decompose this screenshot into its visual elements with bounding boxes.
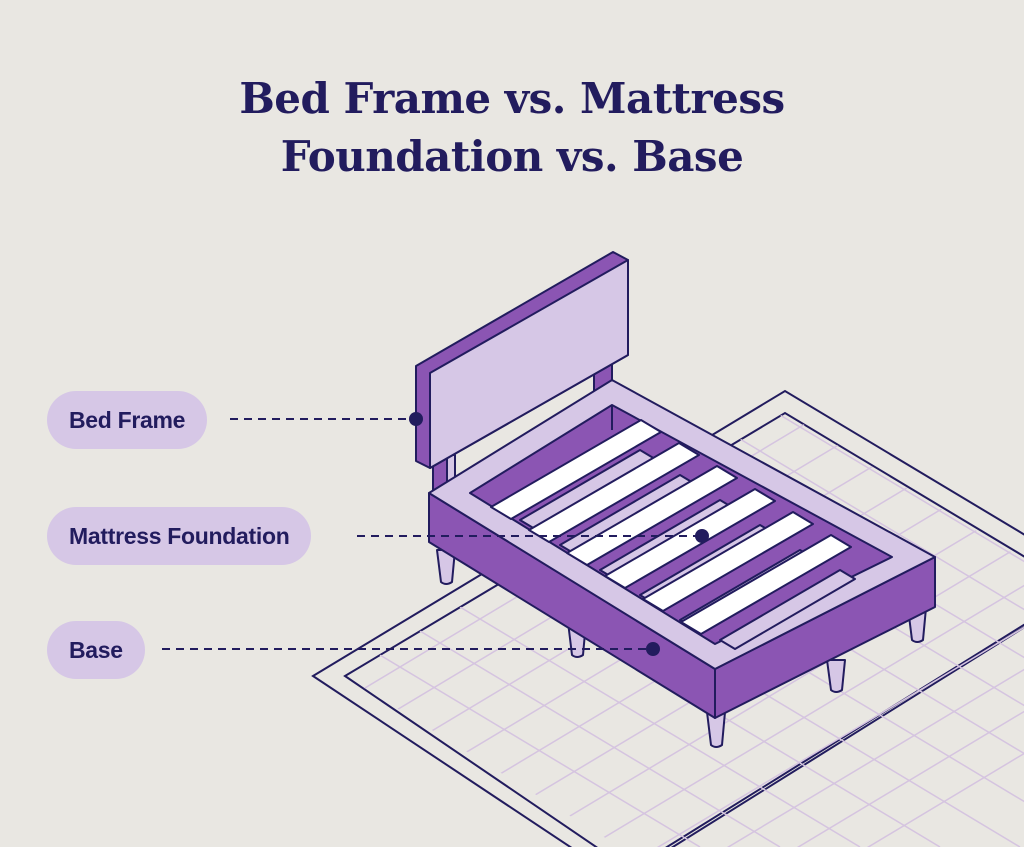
mattress-foundation-slats — [490, 419, 852, 635]
page-title: Bed Frame vs. Mattress Foundation vs. Ba… — [0, 70, 1024, 186]
label-base: Base — [47, 621, 145, 679]
foundation-dot-icon — [695, 529, 709, 543]
base-dot-icon — [646, 642, 660, 656]
label-bed-frame: Bed Frame — [47, 391, 208, 449]
title-line-1: Bed Frame vs. Mattress — [239, 74, 785, 123]
label-mattress-foundation: Mattress Foundation — [47, 507, 312, 565]
leader-dots — [409, 412, 709, 656]
title-line-2: Foundation vs. Base — [280, 132, 744, 181]
headboard — [415, 251, 629, 469]
bed-frame-dot-icon — [409, 412, 423, 426]
leader-lines — [162, 418, 700, 650]
